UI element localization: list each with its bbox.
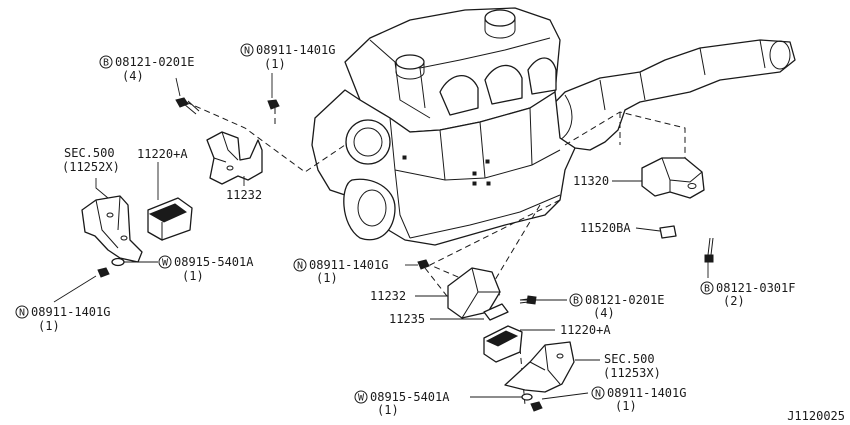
callout-11232-right: 11232 (370, 289, 406, 303)
bracket-sec500-left (81, 195, 143, 263)
part-quantity: (1) (264, 57, 286, 71)
svg-text:W: W (162, 258, 169, 269)
washer-part-left (111, 257, 125, 267)
bolt-part-rear (704, 237, 714, 263)
nut-part-top (267, 99, 280, 110)
part-number: 11220+A (560, 323, 611, 337)
leader-lines (53, 73, 709, 400)
diagram-reference-id: J1120025 (787, 409, 845, 423)
callout-11320: 11320 (573, 174, 609, 188)
part-number: SEC.500 (64, 146, 115, 160)
svg-text:N: N (297, 261, 303, 272)
callout-11235: 11235 (389, 312, 425, 326)
part-quantity: (1) (377, 403, 399, 417)
svg-text:W: W (358, 393, 365, 404)
svg-text:B: B (704, 284, 710, 295)
callout-08121-0201e-top: B 08121-0201E (4) (99, 55, 194, 83)
bracket-11232-right (447, 267, 501, 319)
callout-11520ba: 11520BA (580, 221, 631, 235)
part-number: 11235 (389, 312, 425, 326)
svg-text:N: N (19, 308, 25, 319)
part-number: 08121-0201E (585, 293, 664, 307)
part-number: 08915-5401A (174, 255, 254, 269)
assembly-guide-lines (185, 101, 686, 406)
part-number: 11220+A (137, 147, 188, 161)
callout-11220a-left: 11220+A (137, 147, 188, 161)
part-number: 11320 (573, 174, 609, 188)
part-number: 11232 (226, 188, 262, 202)
washer-part-right (521, 393, 533, 401)
part-number: 08911-1401G (31, 305, 110, 319)
part-number: 08911-1401G (256, 43, 335, 57)
part-quantity: (4) (122, 69, 144, 83)
washer-11520ba (659, 225, 677, 239)
right-mount-parts (417, 259, 575, 412)
bolt-part-left (175, 97, 200, 115)
callout-08121-0301f: B 08121-0301F (2) (700, 281, 795, 308)
stopper-11235 (483, 303, 509, 321)
part-quantity: (2) (723, 294, 745, 308)
nut-part-left (97, 267, 110, 278)
callout-08911-1401g-bottom: N 08911-1401G (1) (591, 386, 686, 413)
svg-text:N: N (244, 46, 250, 57)
callout-08911-1401g-left: N 08911-1401G (1) (15, 305, 110, 333)
callout-08915-5401a-left: W 08915-5401A (1) (158, 255, 254, 283)
part-number: 08911-1401G (607, 386, 686, 400)
callout-08915-5401a-right: W 08915-5401A (1) (354, 390, 450, 417)
part-quantity: (1) (182, 269, 204, 283)
engine-block-illustration (311, 7, 796, 246)
part-number: 08121-0201E (115, 55, 194, 69)
part-number: 08121-0301F (716, 281, 795, 295)
callout-sec500-left: SEC.500 (11252X) (62, 146, 120, 174)
part-number: 11232 (370, 289, 406, 303)
rear-mount-parts (641, 157, 714, 263)
bracket-11232-left (206, 131, 263, 185)
nut-part-mid (417, 259, 430, 270)
callout-08121-0201e-right: B 08121-0201E (4) (569, 293, 664, 320)
callout-08911-1401g-top: N 08911-1401G (1) (240, 43, 335, 71)
part-quantity: (1) (38, 319, 60, 333)
part-number: SEC.500 (604, 352, 655, 366)
svg-text:B: B (103, 58, 109, 69)
insulator-11220a-right (483, 325, 523, 363)
svg-text:N: N (595, 389, 601, 400)
callout-sec500-right: SEC.500 (11253X) (603, 352, 661, 380)
part-quantity: (11252X) (62, 160, 120, 174)
part-quantity: (1) (615, 399, 637, 413)
callout-11220a-right: 11220+A (560, 323, 611, 337)
part-quantity: (11253X) (603, 366, 661, 380)
part-number: 11520BA (580, 221, 631, 235)
part-number: 08911-1401G (309, 258, 388, 272)
part-quantity: (4) (593, 306, 615, 320)
svg-text:B: B (573, 296, 579, 307)
callout-11232-left: 11232 (226, 188, 262, 202)
callout-08911-1401g-mid: N 08911-1401G (1) (293, 258, 388, 285)
part-quantity: (1) (316, 271, 338, 285)
left-mount-parts (81, 97, 280, 278)
nut-part-bottom (530, 401, 543, 412)
part-number: 08915-5401A (370, 390, 450, 404)
